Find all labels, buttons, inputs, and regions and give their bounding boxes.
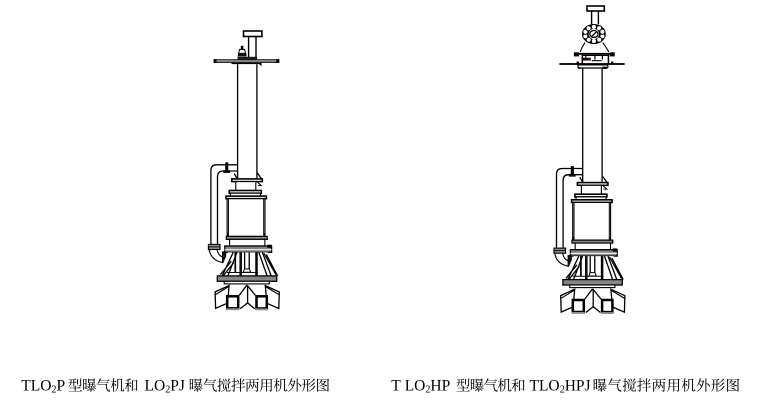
svg-text:LO: LO [405,378,426,395]
svg-text:TLO: TLO [530,378,560,395]
svg-text:HP: HP [430,378,450,395]
svg-text:2: 2 [425,385,430,396]
svg-text:HPJ: HPJ [565,378,591,395]
svg-text:2: 2 [560,385,565,396]
svg-text:TLO: TLO [21,378,51,395]
svg-text:T: T [391,378,401,395]
svg-text:P: P [57,378,66,395]
svg-text:LO: LO [145,378,166,395]
svg-text:PJ: PJ [170,378,185,395]
svg-text:2: 2 [165,385,170,396]
svg-text:2: 2 [51,385,56,396]
